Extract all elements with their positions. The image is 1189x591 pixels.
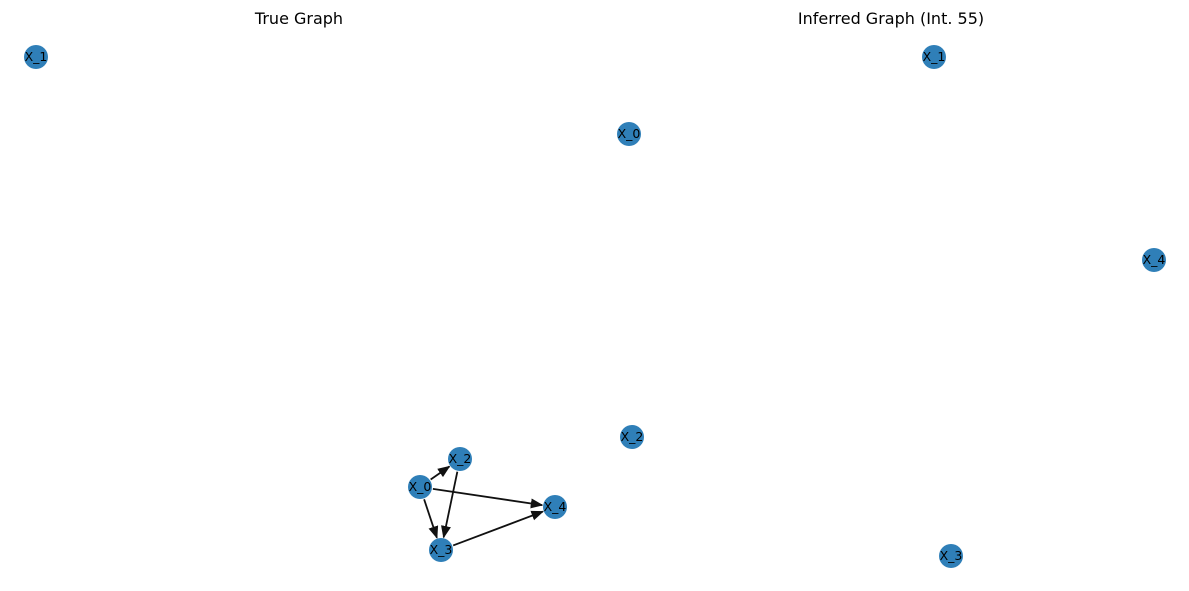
node-label: X_1 — [25, 49, 48, 64]
node-label: X_4 — [544, 499, 567, 514]
edge-x3-to-x4 — [452, 510, 545, 547]
node-x0: X_0 — [617, 122, 641, 146]
node-x1: X_1 — [24, 45, 48, 69]
edge-x0-to-x3 — [423, 499, 439, 539]
node-label: X_0 — [409, 479, 432, 494]
true-graph-panel: True Graph X_1X_0 X_2X_3 X_4 — [24, 9, 567, 562]
node-label: X_4 — [1143, 252, 1166, 267]
node-circle — [408, 475, 432, 499]
node-x2: X_2 — [620, 425, 644, 449]
node-label: X_2 — [449, 451, 472, 466]
node-label: X_2 — [621, 429, 644, 444]
node-circle — [24, 45, 48, 69]
node-label: X_3 — [430, 542, 453, 557]
node-x3: X_3 — [429, 538, 453, 562]
node-label: X_3 — [940, 548, 963, 563]
true-graph-edges — [423, 465, 545, 547]
node-x0: X_0 — [408, 475, 432, 499]
node-circle — [429, 538, 453, 562]
node-label: X_0 — [618, 126, 641, 141]
node-circle — [620, 425, 644, 449]
node-x1: X_1 — [922, 45, 946, 69]
node-circle — [543, 495, 567, 519]
true-graph-title: True Graph — [254, 9, 343, 28]
inferred-graph-nodes: X_0 X_1X_2X_3 X_4 — [617, 45, 1166, 568]
node-label: X_1 — [923, 49, 946, 64]
node-x4: X_4 — [1142, 248, 1166, 272]
node-circle — [939, 544, 963, 568]
true-graph-nodes: X_1X_0 X_2X_3 X_4 — [24, 45, 567, 562]
node-x3: X_3 — [939, 544, 963, 568]
edge-x0-to-x2 — [430, 465, 451, 481]
inferred-graph-panel: Inferred Graph (Int. 55) X_0 X_1X_2X_3 X_4 — [617, 9, 1166, 568]
node-circle — [1142, 248, 1166, 272]
edge-x2-to-x3 — [441, 471, 459, 539]
node-x4: X_4 — [543, 495, 567, 519]
node-circle — [448, 447, 472, 471]
node-circle — [617, 122, 641, 146]
edge-x0-to-x4 — [432, 488, 544, 509]
inferred-graph-title: Inferred Graph (Int. 55) — [798, 9, 984, 28]
node-circle — [922, 45, 946, 69]
node-x2: X_2 — [448, 447, 472, 471]
